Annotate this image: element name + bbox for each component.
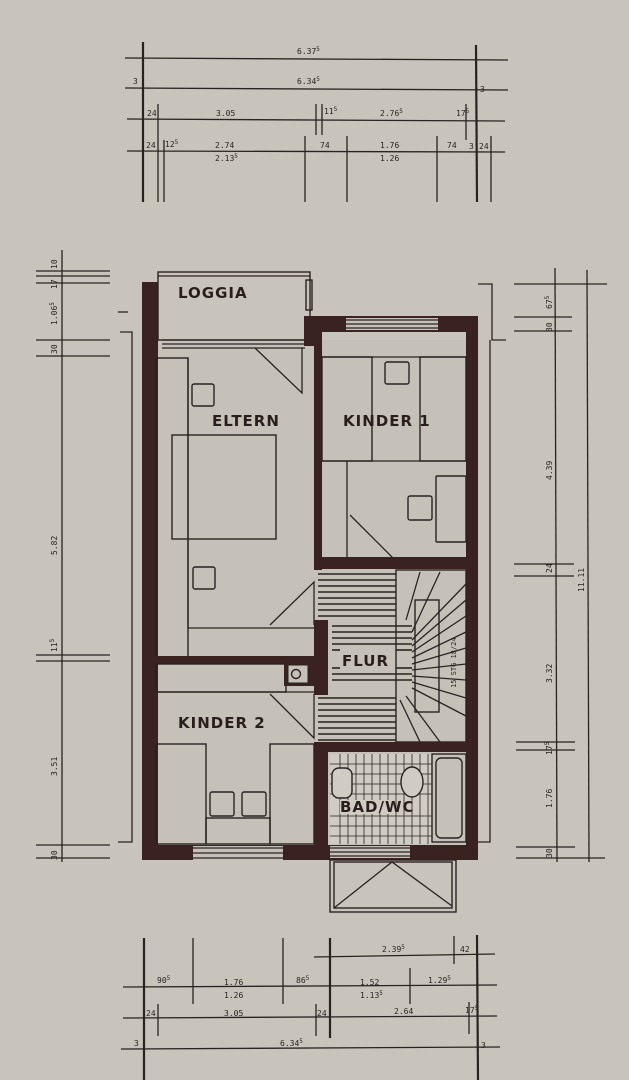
- dim-top-r4-4: 1.76: [380, 141, 399, 150]
- room-label-kinder-1: KINDER 1: [343, 412, 431, 430]
- bottom-dimension-chains: 2.395 42 905 1.76 865 1.52 1.295 1.26 1.…: [120, 934, 501, 1080]
- dim-left-2: 1.065: [49, 302, 59, 325]
- dim-right-7: 30: [545, 848, 554, 858]
- dim-top-r4-3: 74: [320, 141, 330, 150]
- room-bad-wc: BAD/WC: [330, 753, 467, 858]
- dim-bottom-r3-2: 24: [317, 1009, 327, 1018]
- dim-top-r4-0: 24: [146, 141, 156, 150]
- room-kinder-2: KINDER 2: [155, 662, 315, 860]
- dim-top-r3-3: 2.765: [380, 108, 403, 118]
- washbasin-icon: [331, 767, 353, 799]
- dim-top-r4-5: 74: [447, 141, 457, 150]
- dim-bottom-r2-lower-0: 1.26: [224, 991, 243, 1000]
- dim-bottom-r2-3: 1.52: [360, 978, 379, 987]
- dim-right-0: 675: [544, 295, 554, 309]
- dim-bottom-r2-lower-1: 1.135: [360, 990, 383, 1000]
- dim-top-r4-6: 3: [469, 142, 474, 151]
- room-label-kinder-2: KINDER 2: [178, 714, 266, 732]
- room-label-loggia: LOGGIA: [178, 284, 248, 302]
- left-dimension-chain: 10 17 1.065 30 5.82 115 3.51 30: [36, 250, 133, 862]
- dim-top-overall-inner: 6.345: [297, 76, 320, 86]
- dim-bottom-r2-1: 1.76: [224, 978, 243, 987]
- bathtub-icon: [435, 757, 463, 839]
- dim-left-1: 17: [50, 279, 59, 289]
- dim-left-4: 5.82: [50, 536, 59, 555]
- room-flur: FLUR: [314, 573, 412, 741]
- dim-top-r3-4: 175: [456, 108, 470, 118]
- dim-bottom-overall: 6.345: [280, 1038, 303, 1048]
- dim-bottom-r2-4: 1.295: [428, 975, 451, 985]
- entrance-canopy: [329, 859, 457, 913]
- toilet-icon: [400, 766, 424, 798]
- dim-bottom-r3-3: 2.64: [394, 1007, 413, 1016]
- dim-right-3: 24: [545, 563, 554, 573]
- dim-left-5: 115: [49, 638, 59, 652]
- dim-bottom-right-end: 3: [481, 1041, 486, 1050]
- dim-top-r3-1: 3.05: [216, 109, 235, 118]
- dim-left-3: 30: [50, 344, 59, 354]
- dim-right-overall: 11.11: [577, 568, 586, 592]
- dim-right-1: 30: [545, 322, 554, 332]
- dim-bottom-r1-1: 42: [460, 945, 470, 954]
- dim-top-right-end: 3: [480, 85, 485, 94]
- dim-right-2: 4.39: [545, 461, 554, 480]
- dim-right-4: 3.32: [545, 664, 554, 683]
- dim-top-r3-0: 24: [147, 109, 157, 118]
- dim-top-r4-7: 24: [479, 142, 489, 151]
- right-dimension-chain: 675 30 4.39 24 3.32 175 1.76 30 11.11: [478, 267, 607, 863]
- dim-top-r3-2: 115: [324, 106, 338, 116]
- dim-bottom-r3-1: 3.05: [224, 1009, 243, 1018]
- dim-top-r4-2: 2.74: [215, 141, 234, 150]
- room-eltern: ELTERN: [155, 347, 315, 659]
- room-label-eltern: ELTERN: [212, 412, 280, 430]
- dim-bottom-r2-2: 865: [296, 975, 310, 985]
- dim-right-6: 1.76: [545, 789, 554, 808]
- dim-bottom-r1-0: 2.395: [382, 944, 405, 954]
- floor-plan: LOGGIA ELTERN: [142, 271, 478, 913]
- flur-hatching: [318, 573, 412, 741]
- sink-icon: [290, 668, 302, 680]
- dim-top-r4-lower-1: 1.26: [380, 154, 399, 163]
- dim-bottom-left-end: 3: [134, 1039, 139, 1048]
- room-label-bad-wc: BAD/WC: [340, 798, 415, 816]
- dim-bottom-r3-0: 24: [146, 1009, 156, 1018]
- dim-bottom-r2-0: 905: [157, 975, 171, 985]
- dim-left-6: 3.51: [50, 757, 59, 776]
- dim-right-5: 175: [544, 741, 554, 755]
- dim-left-0: 10: [50, 259, 59, 269]
- room-label-flur: FLUR: [342, 652, 389, 670]
- dim-left-7: 30: [50, 850, 59, 860]
- top-dimension-chains: 6.375 6.345 3 3 24 3.05 115 2.765 175 24…: [124, 42, 509, 203]
- dim-top-r4-1: 125: [165, 139, 179, 149]
- dim-top-left-end: 3: [133, 77, 138, 86]
- loggia: LOGGIA: [157, 271, 318, 349]
- dim-bottom-r3-4: 175: [465, 1005, 479, 1015]
- dim-top-r4-lower-0: 2.135: [215, 153, 238, 163]
- stair-annotation: 15 STG 18/24: [450, 637, 458, 688]
- dim-top-overall-outer: 6.375: [297, 46, 320, 56]
